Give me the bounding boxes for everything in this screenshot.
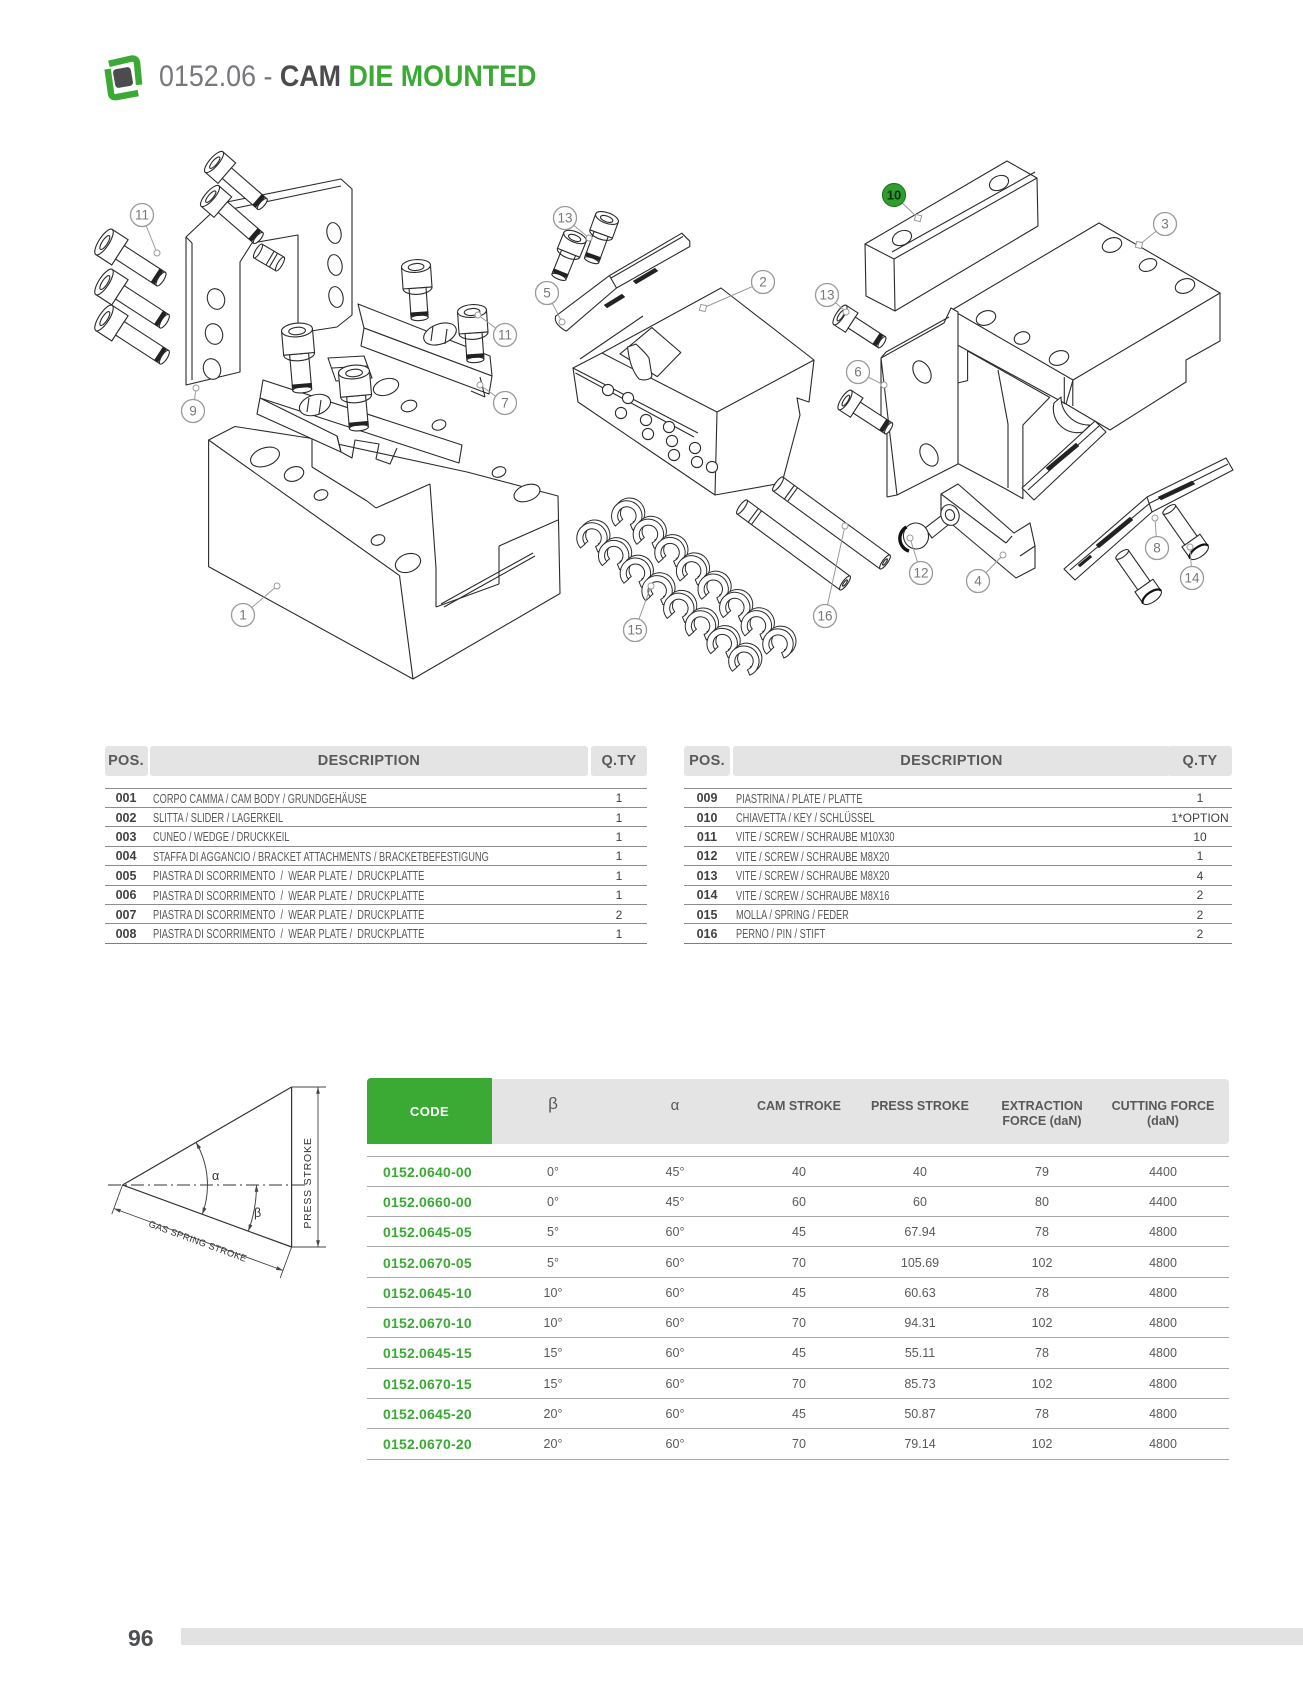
svg-text:12: 12 xyxy=(913,566,928,581)
svg-text:15: 15 xyxy=(627,623,642,638)
svg-text:13: 13 xyxy=(557,211,572,226)
svg-text:2: 2 xyxy=(759,275,767,290)
svg-text:9: 9 xyxy=(189,404,197,419)
svg-text:14: 14 xyxy=(1184,571,1200,586)
svg-text:α: α xyxy=(212,1169,219,1183)
svg-text:6: 6 xyxy=(854,365,862,380)
svg-text:3: 3 xyxy=(1161,217,1169,232)
svg-text:PRESS STROKE: PRESS STROKE xyxy=(302,1137,314,1228)
svg-text:4: 4 xyxy=(974,574,982,589)
svg-text:1: 1 xyxy=(239,608,247,623)
svg-text:11: 11 xyxy=(498,328,512,343)
svg-text:10: 10 xyxy=(887,188,901,203)
svg-text:13: 13 xyxy=(819,288,834,303)
svg-text:11: 11 xyxy=(135,208,149,223)
svg-text:16: 16 xyxy=(817,609,832,624)
svg-text:β: β xyxy=(254,1206,261,1220)
svg-text:5: 5 xyxy=(543,286,551,301)
svg-text:7: 7 xyxy=(501,396,509,411)
svg-text:8: 8 xyxy=(1153,541,1161,556)
